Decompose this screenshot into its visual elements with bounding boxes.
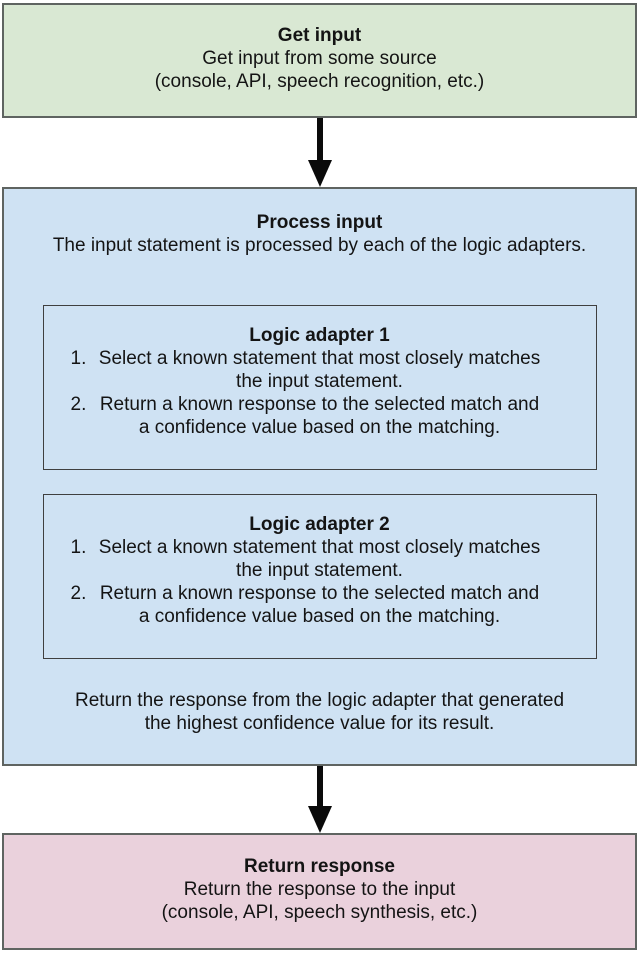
return-response-line: Return the response to the input — [183, 879, 456, 900]
step-text-line: the input statement. — [236, 560, 403, 581]
logic-adapter-2-step-2: 2. Return a known response to the select… — [44, 582, 596, 628]
step-number: 1. — [70, 348, 87, 369]
step-text-line: Select a known statement that most close… — [98, 348, 541, 369]
step-number: 2. — [70, 583, 87, 604]
down-arrow-2-shaft — [317, 766, 323, 808]
logic-adapter-1-step-1: 1. Select a known statement that most cl… — [44, 347, 596, 393]
down-arrow-1-head — [308, 160, 332, 187]
process-input-footer-line: the highest confidence value for its res… — [144, 713, 495, 734]
step-text-line: a confidence value based on the matching… — [138, 606, 501, 627]
get-input-title: Get input — [277, 25, 362, 46]
flow-node-return-response: Return response Return the response to t… — [2, 833, 637, 950]
step-text-line: the input statement. — [236, 371, 403, 392]
return-response-line: (console, API, speech synthesis, etc.) — [161, 902, 478, 923]
logic-adapter-1-title: Logic adapter 1 — [249, 325, 390, 346]
step-number: 1. — [70, 537, 87, 558]
step-number: 2. — [70, 394, 87, 415]
process-input-footer-line: Return the response from the logic adapt… — [74, 690, 565, 711]
process-input-title: Process input — [256, 212, 383, 233]
step-text-line: Return a known response to the selected … — [99, 394, 540, 415]
flow-node-process-input: Process input The input statement is pro… — [2, 187, 637, 766]
step-text-line: a confidence value based on the matching… — [138, 417, 501, 438]
return-response-title: Return response — [244, 856, 395, 877]
step-text-line: Return a known response to the selected … — [99, 583, 540, 604]
logic-adapter-2-step-1: 1. Select a known statement that most cl… — [44, 536, 596, 582]
process-input-description: The input statement is processed by each… — [52, 235, 587, 256]
logic-adapter-1-step-2: 2. Return a known response to the select… — [44, 393, 596, 439]
get-input-line: Get input from some source — [202, 48, 437, 69]
flow-node-logic-adapter-1: Logic adapter 1 1. Select a known statem… — [42, 305, 597, 470]
down-arrow-2-head — [308, 806, 332, 833]
logic-adapter-2-title: Logic adapter 2 — [249, 514, 390, 535]
process-input-footer: Return the response from the logic adapt… — [4, 689, 635, 735]
flow-node-logic-adapter-2: Logic adapter 2 1. Select a known statem… — [42, 494, 597, 659]
step-text-line: Select a known statement that most close… — [98, 537, 541, 558]
flow-node-get-input: Get input Get input from some source (co… — [2, 3, 637, 118]
down-arrow-1-shaft — [317, 118, 323, 162]
get-input-line: (console, API, speech recognition, etc.) — [154, 71, 485, 92]
